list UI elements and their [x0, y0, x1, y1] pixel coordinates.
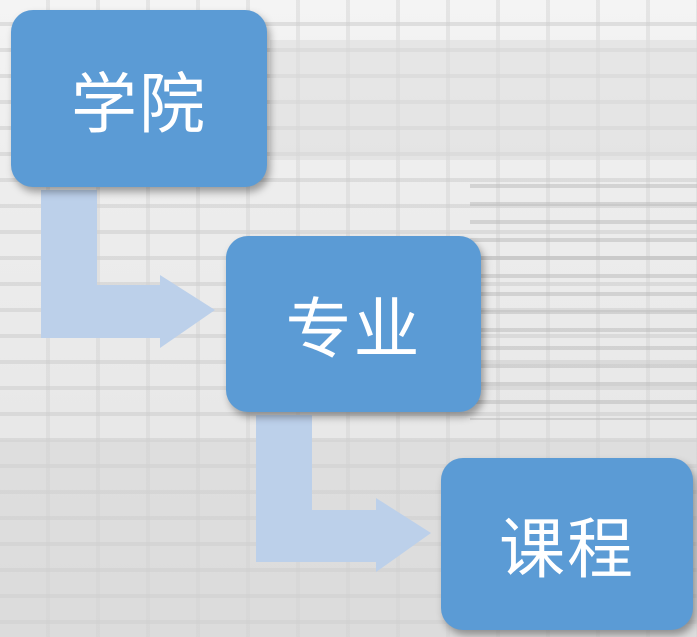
node-course: 课程 [441, 458, 693, 630]
arrow-connector-2 [256, 415, 431, 572]
background-building-upper [270, 40, 697, 160]
arrow-connector-1 [41, 190, 215, 348]
node-course-label: 课程 [499, 511, 635, 588]
node-major-label: 专业 [285, 291, 422, 368]
background-building-windows [470, 170, 697, 420]
node-college-label: 学院 [71, 65, 207, 143]
node-college: 学院 [11, 10, 267, 187]
node-major: 专业 [226, 236, 481, 412]
